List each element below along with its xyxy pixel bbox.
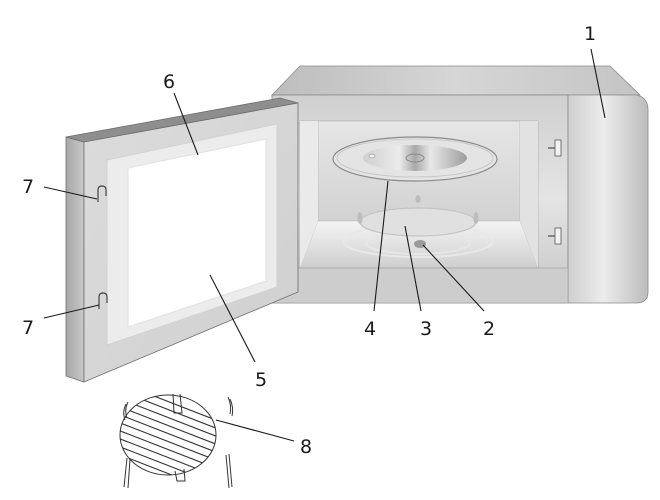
callout-2: 2: [483, 318, 495, 340]
leader-1: [590, 48, 606, 119]
body-bottom-strip: [271, 267, 569, 304]
door-latch-lower: [98, 292, 108, 309]
callout-5: 5: [255, 369, 267, 391]
leader-6: [173, 92, 199, 156]
callout-labels: 1 2 3 4 5 6 7 7 8: [22, 23, 596, 458]
roller-ring: [357, 195, 479, 237]
cavity-left-wall: [300, 121, 318, 268]
control-panel: [567, 94, 649, 304]
callout-7-upper: 7: [22, 176, 34, 198]
leader-7a: [43, 186, 98, 200]
door-latch-upper: [97, 185, 107, 202]
leader-3: [404, 225, 422, 312]
leader-2: [422, 244, 485, 312]
leader-8: [215, 419, 295, 442]
callout-4: 4: [364, 318, 376, 340]
callout-7-lower: 7: [22, 317, 34, 339]
leader-4: [373, 180, 389, 312]
latch-slot-lower: [548, 227, 562, 245]
callout-6: 6: [163, 71, 175, 93]
door-window-glass: [127, 138, 267, 328]
body-top: [271, 65, 641, 96]
grill-rack: [119, 393, 234, 489]
microwave-door: [65, 97, 299, 383]
callout-3: 3: [420, 318, 432, 340]
callout-1: 1: [584, 23, 596, 45]
glass-turntable: [332, 136, 498, 182]
leader-5: [209, 274, 256, 363]
callout-8: 8: [300, 436, 312, 458]
door-edge: [65, 136, 85, 383]
leader-7b: [43, 304, 100, 319]
turntable-drive-shaft: [414, 240, 426, 248]
microwave-body: [271, 65, 649, 304]
cavity-right-wall: [520, 121, 538, 268]
leader-lines: [43, 48, 606, 442]
latch-slot-upper: [548, 139, 562, 157]
